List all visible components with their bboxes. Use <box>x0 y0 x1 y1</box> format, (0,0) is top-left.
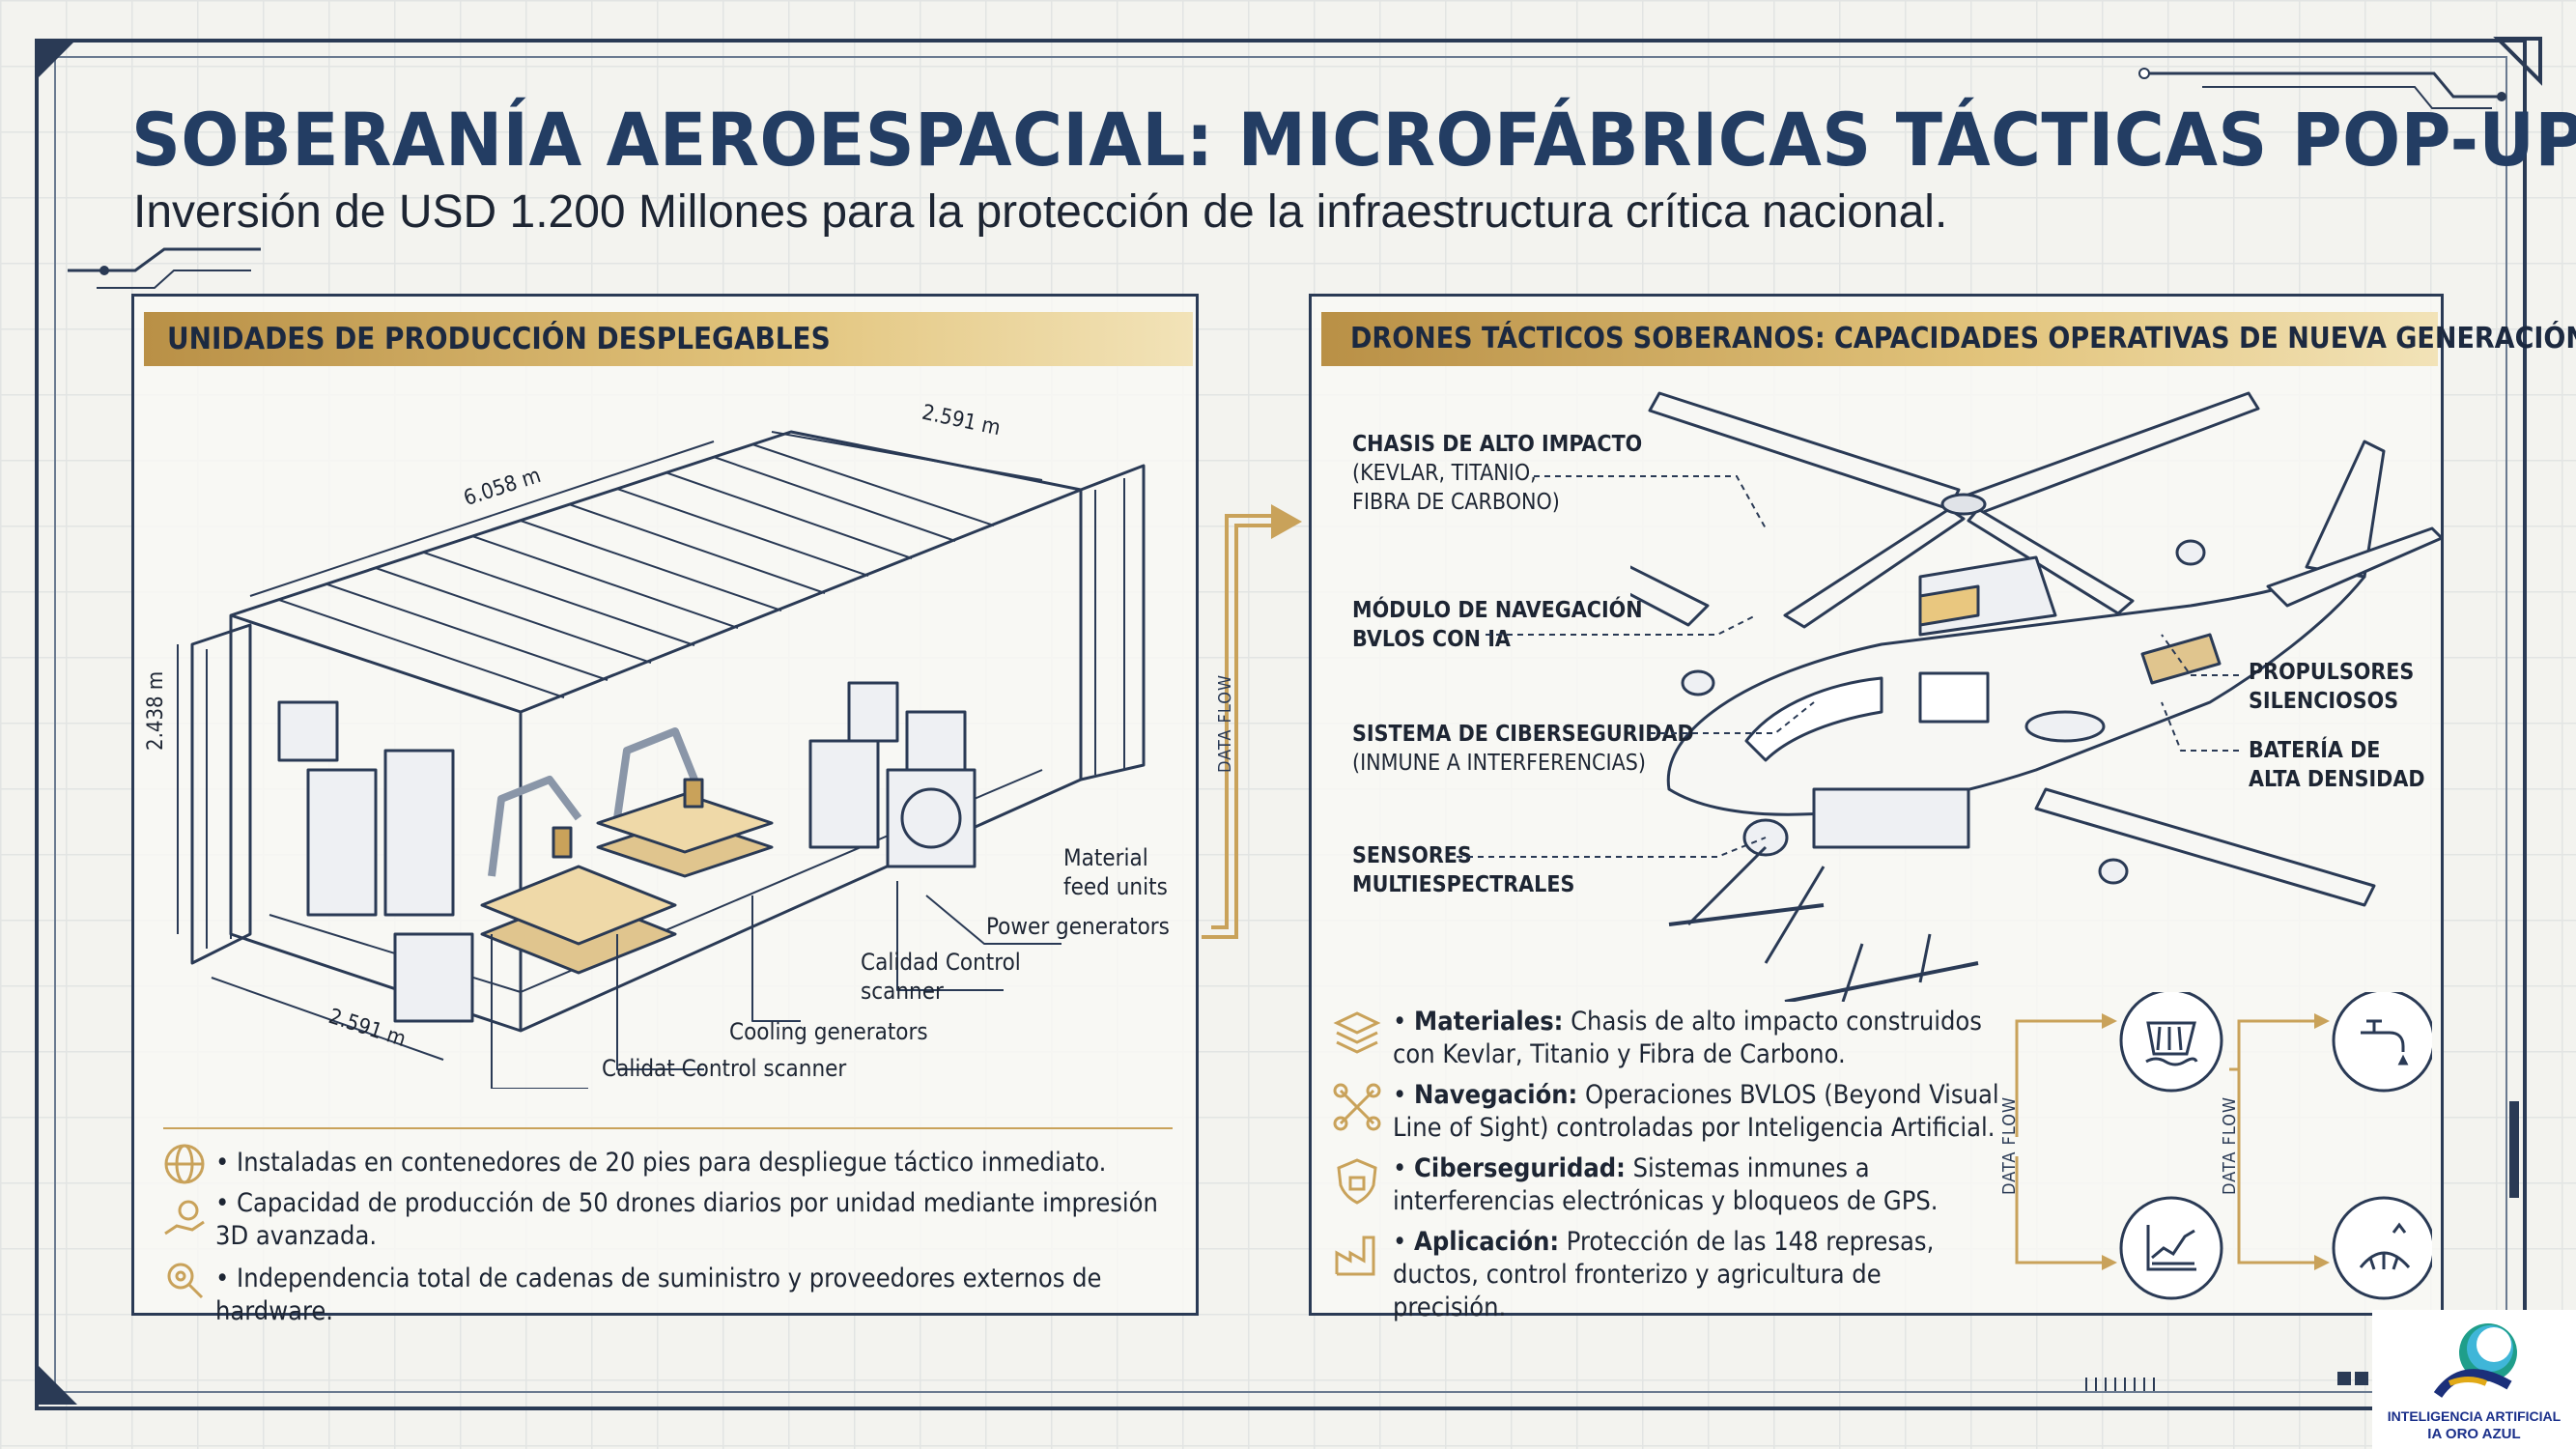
inner-frame <box>54 56 2507 1393</box>
drone-capabilities-panel: DRONES TÁCTICOS SOBERANOS: CAPACIDADES O… <box>1309 294 2576 1322</box>
edge-decoration-right <box>2509 1101 2519 1198</box>
hand-gear-icon <box>164 1200 205 1236</box>
outer-frame <box>35 39 2527 1410</box>
logo-mark-icon <box>2433 1323 2517 1399</box>
globe-icon <box>164 1144 205 1184</box>
bullet-capacity: • Capacidad de producción de 50 drones d… <box>215 1188 1158 1251</box>
production-units-header: UNIDADES DE PRODUCCIÓN DESPLEGABLES <box>144 312 1193 366</box>
chart-icon <box>2146 1225 2196 1271</box>
callout-chassis: CHASIS DE ALTO IMPACTO (KEVLAR, TITANIO,… <box>1352 432 1643 515</box>
faucet-icon <box>2361 1019 2409 1065</box>
tactical-drone-illustration <box>1630 391 2442 1002</box>
corner-top-right <box>2493 37 2542 86</box>
divider <box>163 1127 1173 1129</box>
shield-icon <box>1337 1158 1377 1205</box>
bullet-independence: • Independencia total de cadenas de sumi… <box>215 1264 1102 1326</box>
callout-power-generators: Power generators <box>986 913 1170 940</box>
production-units-panel: UNIDADES DE PRODUCCIÓN DESPLEGABLES <box>131 294 1199 1326</box>
feature-navigation: • Navegación: Operaciones BVLOS (Beyond … <box>1393 1080 1999 1143</box>
feature-cybersecurity: • Ciberseguridad: Sistemas inmunes a int… <box>1393 1153 1939 1216</box>
container-factory-illustration <box>177 430 1146 1089</box>
page-subtitle: Inversión de USD 1.200 Millones para la … <box>133 186 1948 238</box>
logo-line2: IA ORO AZUL <box>2427 1426 2521 1442</box>
barcode-decoration <box>2085 1372 2368 1391</box>
page-title: SOBERANÍA AEROESPACIAL: MICROFÁBRICAS TÁ… <box>131 97 2576 183</box>
callout-battery: BATERÍA DE ALTA DENSIDAD <box>2249 738 2425 792</box>
application-flow-diagram <box>2015 992 2432 1300</box>
circuit-decoration-left <box>68 247 261 289</box>
corner-top-left <box>35 39 77 81</box>
data-flow-label-left: DATA FLOW <box>1999 1096 2020 1195</box>
farm-icon <box>2359 1222 2411 1270</box>
drone-icon <box>1333 1083 1381 1131</box>
data-flow-arrow <box>1202 504 1302 939</box>
callout-cooling-generators: Cooling generators <box>729 1018 928 1045</box>
dimension-height: 2.438 m <box>144 670 168 751</box>
callout-sensors: SENSORES MULTIESPECTRALES <box>1352 843 1575 897</box>
factory-icon <box>1335 1236 1375 1276</box>
callout-navigation: MÓDULO DE NAVEGACIÓN BVLOS CON IA <box>1352 598 1643 652</box>
feature-materials: • Materiales: Chasis de alto impacto con… <box>1393 1007 1982 1069</box>
callout-material-feed: Material feed units <box>1063 844 1168 900</box>
brand-logo: INTELIGENCIA ARTIFICIAL IA ORO AZUL <box>2372 1310 2576 1449</box>
callout-calidat-control: Calidat Control scanner <box>602 1055 847 1082</box>
dam-icon <box>2145 1021 2198 1066</box>
layers-icon <box>1333 1011 1381 1054</box>
callout-quality-control: Calidad Control scanner <box>861 949 1021 1005</box>
drone-capabilities-header: DRONES TÁCTICOS SOBERANOS: CAPACIDADES O… <box>1321 312 2576 366</box>
data-flow-label-center: DATA FLOW <box>1215 674 1235 773</box>
gear-search-icon <box>167 1263 204 1299</box>
logo-line1: INTELIGENCIA ARTIFICIAL <box>2387 1408 2562 1424</box>
feature-application: • Aplicación: Protección de las 148 repr… <box>1393 1227 1935 1322</box>
corner-bottom-left <box>35 1362 77 1405</box>
bullet-containers: • Instaladas en contenedores de 20 pies … <box>215 1148 1107 1178</box>
circuit-decoration-top <box>2138 68 2506 109</box>
callout-leaders <box>1457 475 2239 858</box>
callout-cybersecurity: SISTEMA DE CIBERSEGURIDAD (INMUNE A INTE… <box>1352 722 1694 776</box>
data-flow-label-right: DATA FLOW <box>2220 1096 2240 1195</box>
callout-propulsors: PROPULSORES SILENCIOSOS <box>2249 660 2415 714</box>
